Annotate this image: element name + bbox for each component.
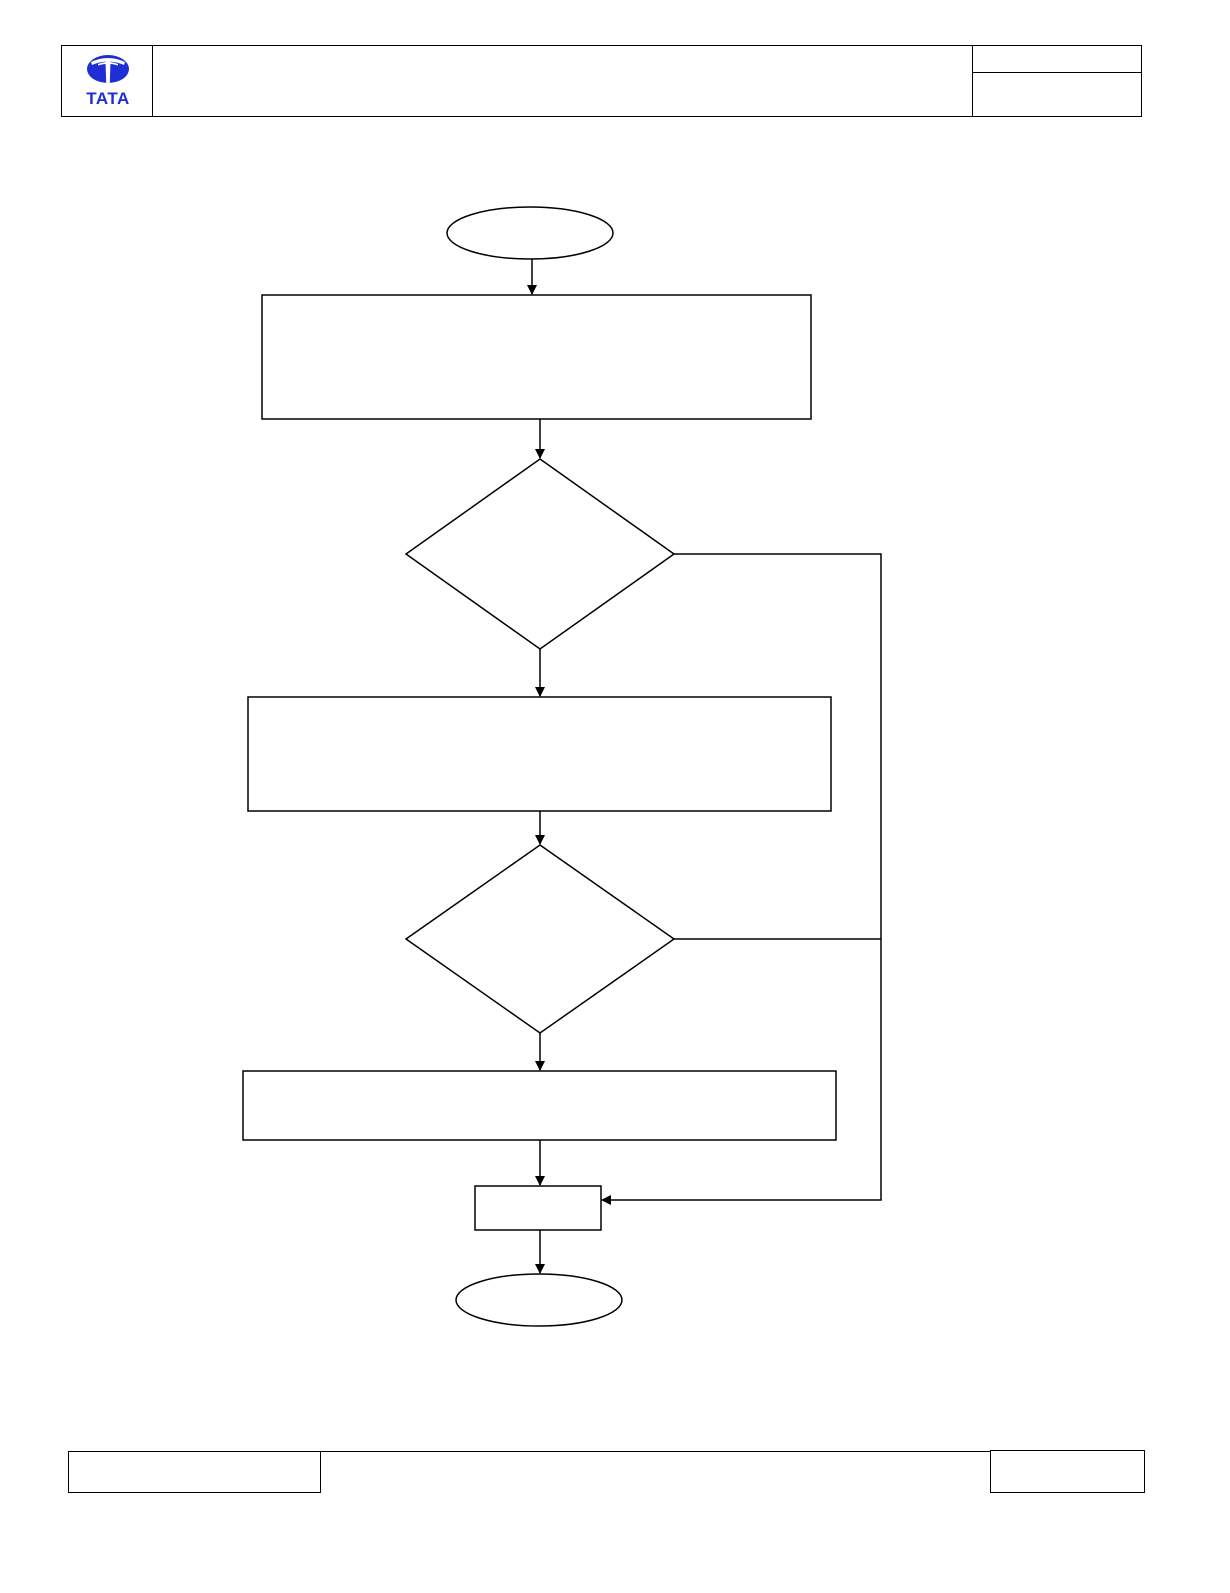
logo-text: TATA bbox=[86, 89, 130, 108]
decision-diamond-1 bbox=[404, 458, 676, 650]
process-box-1 bbox=[261, 294, 812, 420]
tata-emblem-icon bbox=[87, 55, 129, 83]
tata-logo: TATA bbox=[78, 53, 138, 109]
end-terminator bbox=[455, 1273, 623, 1327]
start-terminator bbox=[446, 206, 614, 260]
process-box-4 bbox=[474, 1185, 602, 1231]
footer-right-cell bbox=[990, 1450, 1145, 1493]
decision-diamond-2 bbox=[404, 844, 676, 1034]
header-meta-bottom-cell bbox=[972, 72, 1142, 117]
process-box-3 bbox=[242, 1070, 837, 1141]
connector-decision1-bypass bbox=[601, 553, 882, 1205]
footer-left-cell bbox=[68, 1451, 321, 1493]
footer-middle-cell bbox=[320, 1451, 991, 1493]
process-box-2 bbox=[247, 696, 832, 812]
